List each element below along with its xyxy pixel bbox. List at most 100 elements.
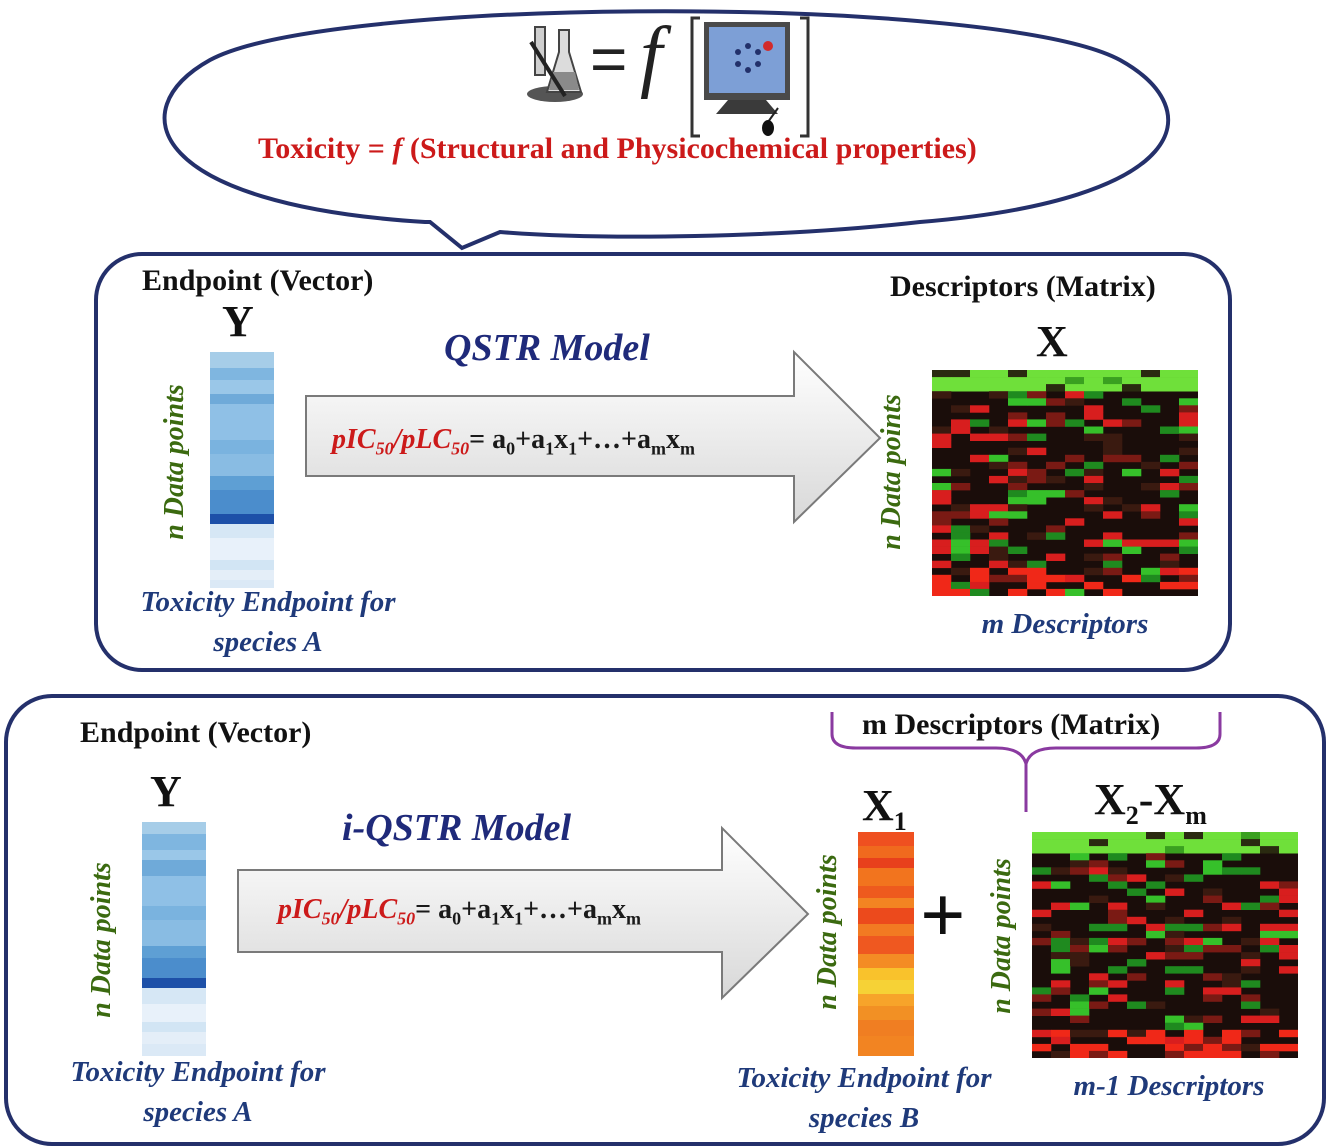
heatmap-cell bbox=[1179, 370, 1198, 378]
qstr-model-title: QSTR Model bbox=[444, 327, 650, 369]
heatmap-cell bbox=[1141, 461, 1161, 470]
formula2-x: x bbox=[500, 894, 515, 925]
heatmap-cell bbox=[1122, 419, 1142, 427]
heatmap-cell bbox=[1222, 832, 1242, 840]
heatmap-cell bbox=[1027, 433, 1047, 441]
formula-slash: / bbox=[393, 424, 402, 455]
heatmap-cell bbox=[1108, 1029, 1128, 1038]
heatmap-cell bbox=[1103, 384, 1123, 392]
formula-plus-a: +a bbox=[515, 424, 546, 455]
heatmap-cell bbox=[1241, 994, 1261, 1002]
heatmap-cell bbox=[1065, 574, 1085, 583]
heatmap-cell bbox=[1122, 370, 1142, 378]
heatmap-cell bbox=[1103, 511, 1123, 519]
heatmap-cell bbox=[1046, 384, 1066, 392]
heatmap-cell bbox=[1184, 832, 1204, 840]
heatmap-cell bbox=[1179, 574, 1198, 583]
formula2-plus-a: +a bbox=[461, 894, 492, 925]
formula-eq: = a bbox=[469, 424, 507, 455]
heatmap-cell bbox=[1179, 504, 1198, 512]
endpoint-caption-2: Toxicity Endpoint for species A bbox=[38, 1052, 358, 1132]
heatmap-cell bbox=[1122, 574, 1142, 583]
heatmap-cell bbox=[1141, 567, 1161, 576]
heatmap-cell bbox=[1260, 832, 1280, 840]
heatmap-cell bbox=[932, 440, 952, 448]
heatmap-cell bbox=[1108, 923, 1128, 932]
formula2-dots: +…+a bbox=[523, 894, 597, 925]
heatmap-cell bbox=[951, 483, 971, 491]
heatmap-cell bbox=[1179, 532, 1198, 540]
heatmap-cell bbox=[1103, 447, 1123, 456]
heatmap-cell bbox=[1260, 1043, 1280, 1052]
heatmap-cell bbox=[1146, 902, 1166, 910]
function-symbol: f bbox=[640, 12, 663, 100]
heatmap-cell bbox=[1103, 567, 1123, 576]
heatmap-cell bbox=[1103, 588, 1123, 596]
heatmap-cell bbox=[1241, 980, 1261, 988]
toxicity-caption-prefix: Toxicity = bbox=[258, 132, 393, 165]
heatmap-cell bbox=[989, 560, 1009, 569]
heatmap-cell bbox=[1027, 574, 1047, 583]
heatmap-cell bbox=[1146, 930, 1166, 939]
heatmap-cell bbox=[1084, 539, 1104, 547]
descriptor-symbol: X bbox=[1036, 317, 1068, 366]
heatmap-cell bbox=[1160, 384, 1180, 392]
heatmap-cell bbox=[1127, 1036, 1147, 1045]
heatmap-cell bbox=[1103, 560, 1123, 569]
heatmap-cell bbox=[951, 525, 971, 533]
heatmap-cell bbox=[951, 405, 971, 413]
heatmap-cell bbox=[1179, 412, 1198, 420]
heatmap-cell bbox=[1103, 539, 1123, 547]
heatmap-cell bbox=[1279, 888, 1298, 896]
heatmap-cell bbox=[951, 426, 971, 434]
endpoint-n-label: n Data points bbox=[158, 384, 190, 540]
heatmap-cell bbox=[1127, 959, 1147, 967]
heatmap-cell bbox=[1127, 1001, 1147, 1009]
heatmap-cell bbox=[1070, 1008, 1090, 1016]
heatmap-cell bbox=[1241, 959, 1261, 967]
heatmap-cell bbox=[1222, 916, 1242, 925]
heatmap-cell bbox=[932, 511, 952, 519]
heatmap-cell bbox=[1203, 1043, 1223, 1052]
heatmap-cell bbox=[1051, 937, 1071, 946]
heatmap-cell bbox=[1103, 532, 1123, 540]
heatmap-cell bbox=[1146, 860, 1166, 868]
heatmap-cell bbox=[1165, 832, 1185, 840]
heatmap-cell bbox=[1260, 895, 1280, 903]
heatmap-cell bbox=[1065, 518, 1085, 526]
plus-sign: + bbox=[920, 872, 966, 960]
heatmap-cell bbox=[932, 581, 952, 590]
formula2-x1-sub: 1 bbox=[514, 908, 524, 929]
heatmap-cell bbox=[1008, 391, 1028, 399]
x2-sub-a: 2 bbox=[1125, 800, 1139, 830]
heatmap-cell bbox=[1222, 987, 1242, 995]
heatmap-cell bbox=[1032, 994, 1052, 1002]
heatmap-cell bbox=[1051, 867, 1071, 875]
heatmap-cell bbox=[1046, 525, 1066, 533]
heatmap-cell bbox=[989, 539, 1009, 547]
heatmap-cell bbox=[1084, 475, 1104, 484]
heatmap-cell bbox=[1184, 1050, 1204, 1058]
x2-xm-symbol: X2-Xm bbox=[1094, 774, 1207, 831]
heatmap-cell bbox=[1051, 930, 1071, 939]
x1-subscript: 1 bbox=[893, 806, 907, 836]
heatmap-cell bbox=[1184, 952, 1204, 960]
heatmap-cell bbox=[1051, 966, 1071, 974]
heatmap-cell bbox=[1127, 874, 1147, 882]
heatmap-cell bbox=[1089, 980, 1109, 988]
heatmap-cell bbox=[1051, 952, 1071, 960]
brace-heading: m Descriptors (Matrix) bbox=[862, 708, 1161, 741]
heatmap-cell bbox=[951, 511, 971, 519]
descriptor-brace bbox=[830, 712, 1222, 812]
heatmap-cell bbox=[1032, 987, 1052, 995]
heatmap-cell bbox=[1051, 881, 1071, 889]
heatmap-cell bbox=[1141, 377, 1161, 385]
toxicity-caption-f: f bbox=[392, 132, 403, 165]
heatmap-cell bbox=[1070, 959, 1090, 967]
heatmap-cell bbox=[970, 546, 990, 554]
formula2-slash: / bbox=[339, 894, 348, 925]
heatmap-cell bbox=[1165, 1022, 1185, 1031]
heatmap-cell bbox=[1089, 923, 1109, 932]
toxicity-caption: Toxicity = f (Structural and Physicochem… bbox=[258, 132, 977, 166]
descriptor-n-label: n Data points bbox=[875, 394, 907, 550]
